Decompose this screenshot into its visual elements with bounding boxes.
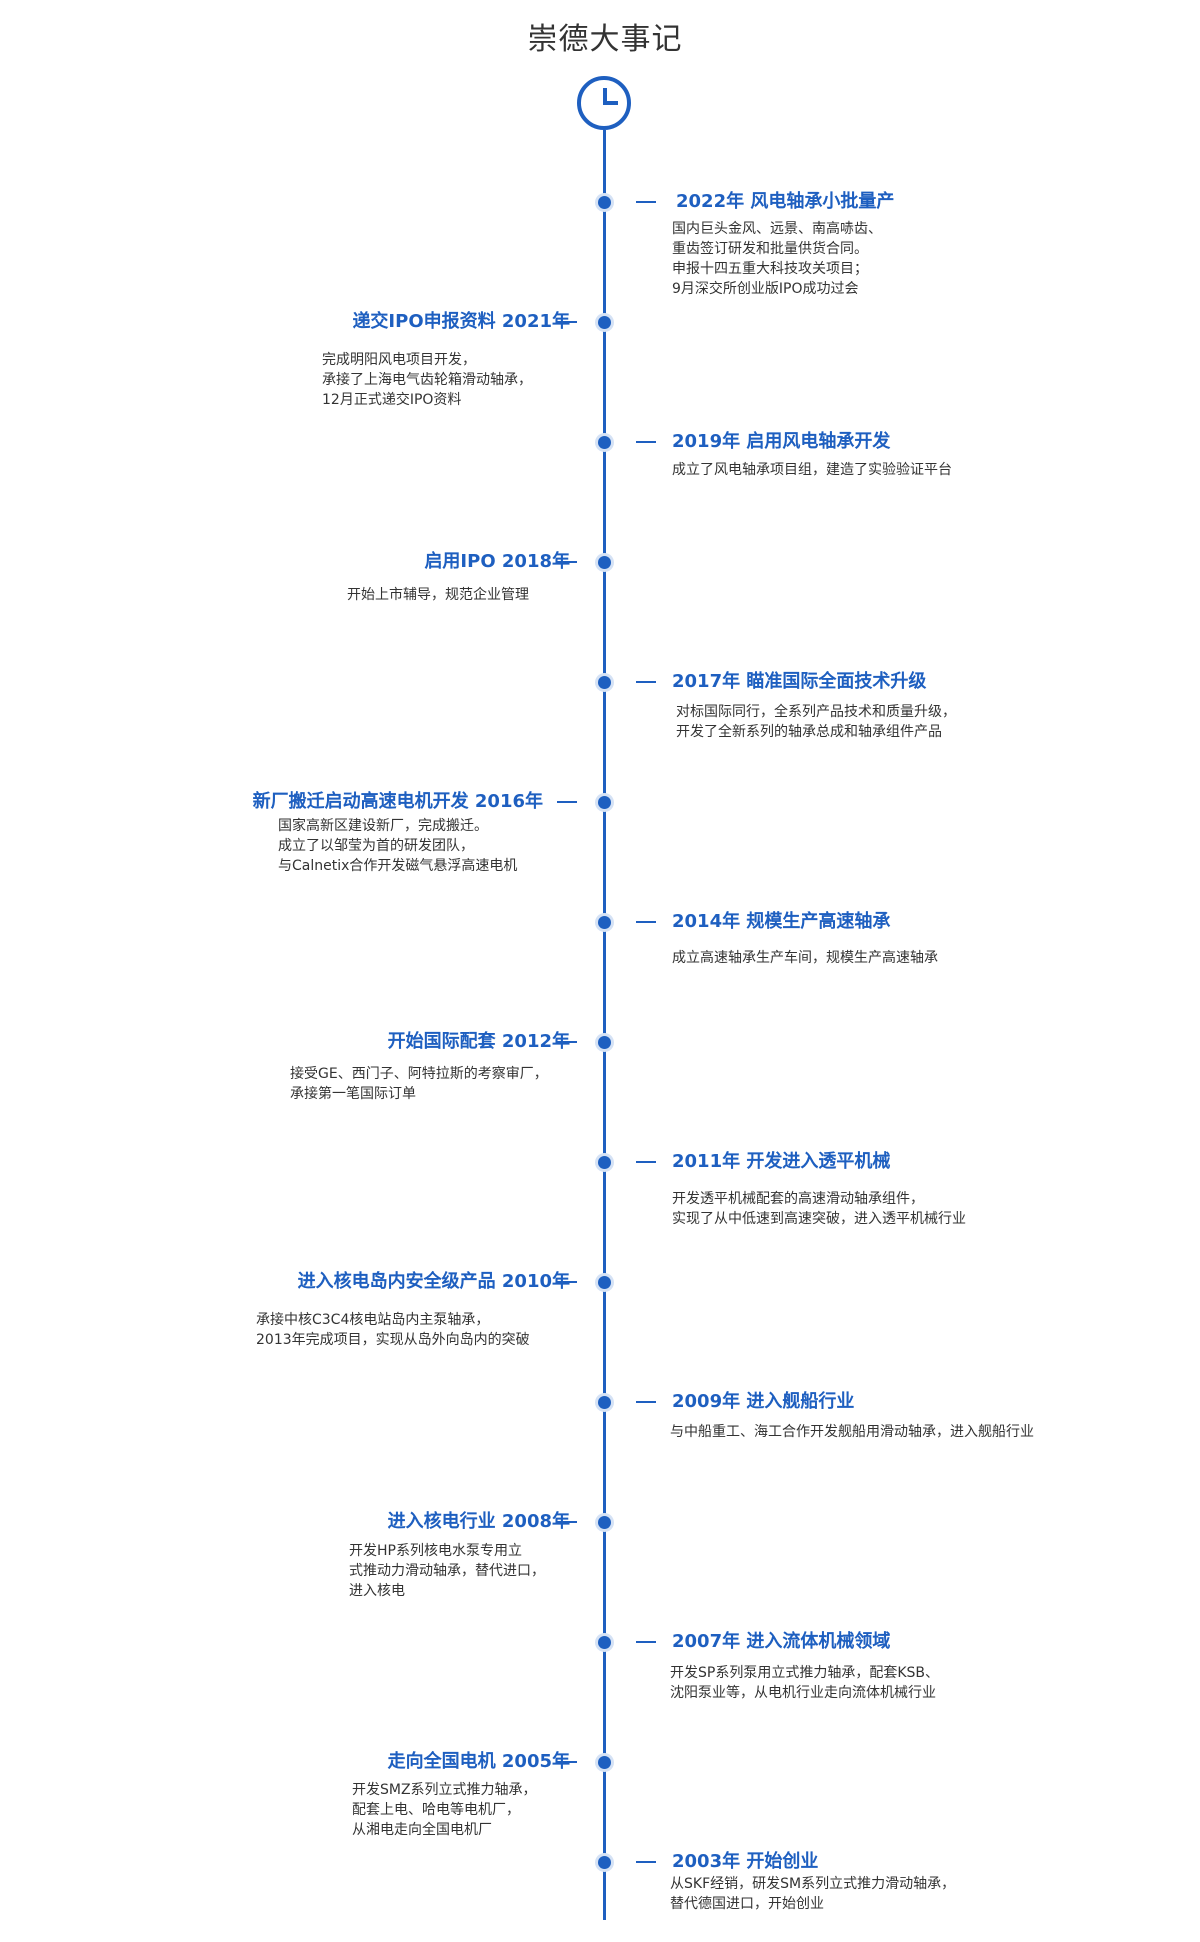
event-title: 2022年 风电轴承小批量产 (676, 191, 895, 212)
timeline-dot (598, 556, 611, 569)
event-description-line: 开发SP系列泵用立式推力轴承，配套KSB、 (670, 1665, 939, 1681)
event-title: 2019年 启用风电轴承开发 (672, 431, 891, 452)
event-title: 开始国际配套 2012年 (387, 1031, 570, 1052)
event-description: 开发HP系列核电水泵专用立式推动力滑动轴承，替代进口， 进入核电 (349, 1541, 545, 1601)
timeline-dot (598, 916, 611, 929)
timeline-dot (598, 1756, 611, 1769)
event-description-line: 成立了风电轴承项目组，建造了实验验证平台 (672, 462, 952, 478)
timeline-dot (598, 796, 611, 809)
event-description: 从SKF经销，研发SM系列立式推力滑动轴承， 替代德国进口，开始创业 (670, 1874, 955, 1914)
event-description-line: 配套上电、哈电等电机厂， (352, 1802, 520, 1818)
timeline-connector (636, 1401, 656, 1403)
event-description: 承接中核C3C4核电站岛内主泵轴承， 2013年完成项目，实现从岛外向岛内的突破 (256, 1310, 530, 1350)
event-description-line: 接受GE、西门子、阿特拉斯的考察审厂， (290, 1066, 548, 1082)
event-description-line: 从湘电走向全国电机厂 (352, 1822, 492, 1838)
event-description-line: 完成明阳风电项目开发， (322, 352, 476, 368)
event-description-line: 进入核电 (349, 1583, 405, 1599)
event-description: 国家高新区建设新厂，完成搬迁。成立了以邹莹为首的研发团队， 与Calnetix合作… (278, 816, 517, 876)
timeline-dot (598, 1396, 611, 1409)
timeline-dot (598, 676, 611, 689)
event-description-line: 沈阳泵业等，从电机行业走向流体机械行业 (670, 1685, 936, 1701)
timeline-connector (636, 1861, 656, 1863)
event-description-line: 与Calnetix合作开发磁气悬浮高速电机 (278, 858, 518, 874)
event-description-line: 12月正式递交IPO资料 (322, 392, 462, 408)
page-title: 崇德大事记 (527, 22, 683, 57)
event-description: 开发SP系列泵用立式推力轴承，配套KSB、沈阳泵业等，从电机行业走向流体机械行业 (670, 1663, 939, 1703)
event-description: 开发透平机械配套的高速滑动轴承组件， 实现了从中低速到高速突破，进入透平机械行业 (672, 1189, 966, 1229)
event-description-line: 申报十四五重大科技攻关项目； (672, 261, 868, 277)
event-description-line: 开发透平机械配套的高速滑动轴承组件， (672, 1191, 924, 1207)
event-description: 开始上市辅导，规范企业管理 (347, 585, 529, 605)
event-title: 新厂搬迁启动高速电机开发 2016年 (252, 791, 543, 812)
event-description-line: 与中船重工、海工合作开发舰船用滑动轴承，进入舰船行业 (670, 1424, 1034, 1440)
event-title: 启用IPO 2018年 (424, 551, 570, 572)
timeline-dot (598, 316, 611, 329)
event-description-line: 开发SMZ系列立式推力轴承， (352, 1782, 537, 1798)
event-title: 2007年 进入流体机械领域 (672, 1631, 891, 1652)
event-description: 与中船重工、海工合作开发舰船用滑动轴承，进入舰船行业 (670, 1422, 1034, 1442)
event-description: 对标国际同行，全系列产品技术和质量升级， 开发了全新系列的轴承总成和轴承组件产品 (676, 702, 956, 742)
event-title: 2011年 开发进入透平机械 (672, 1151, 891, 1172)
event-description-line: 式推动力滑动轴承，替代进口， (349, 1563, 545, 1579)
timeline-connector (557, 1521, 577, 1523)
timeline-connector (557, 321, 577, 323)
event-title: 2003年 开始创业 (672, 1851, 819, 1872)
event-description: 开发SMZ系列立式推力轴承， 配套上电、哈电等电机厂， 从湘电走向全国电机厂 (352, 1780, 537, 1840)
event-description: 接受GE、西门子、阿特拉斯的考察审厂， 承接第一笔国际订单 (290, 1064, 548, 1104)
event-description-line: 承接中核C3C4核电站岛内主泵轴承， (256, 1312, 490, 1328)
event-description-line: 9月深交所创业版IPO成功过会 (672, 281, 859, 297)
timeline-connector (557, 561, 577, 563)
timeline-axis (603, 130, 606, 1920)
timeline-dot (598, 1856, 611, 1869)
event-title: 2009年 进入舰船行业 (672, 1391, 855, 1412)
event-title: 进入核电行业 2008年 (387, 1511, 570, 1532)
event-title: 2017年 瞄准国际全面技术升级 (672, 671, 927, 692)
event-description-line: 对标国际同行，全系列产品技术和质量升级， (676, 704, 956, 720)
event-description-line: 成立了以邹莹为首的研发团队， (278, 838, 474, 854)
timeline-dot (598, 1036, 611, 1049)
timeline-connector (636, 441, 656, 443)
timeline-connector (636, 1641, 656, 1643)
timeline-dot (598, 1156, 611, 1169)
timeline-dot (598, 1516, 611, 1529)
timeline-connector (636, 201, 656, 203)
timeline-connector (636, 1161, 656, 1163)
event-description-line: 开发HP系列核电水泵专用立 (349, 1543, 522, 1559)
event-description-line: 重齿签订研发和批量供货合同。 (672, 241, 868, 257)
event-title: 递交IPO申报资料 2021年 (352, 311, 570, 332)
timeline-connector (557, 1281, 577, 1283)
timeline-connector (557, 801, 577, 803)
event-title: 2014年 规模生产高速轴承 (672, 911, 891, 932)
event-description-line: 开发了全新系列的轴承总成和轴承组件产品 (676, 724, 942, 740)
event-description-line: 替代德国进口，开始创业 (670, 1896, 824, 1912)
timeline-connector (636, 681, 656, 683)
timeline-connector (636, 921, 656, 923)
event-description: 成立了风电轴承项目组，建造了实验验证平台 (672, 460, 952, 480)
timeline-dot (598, 1276, 611, 1289)
event-description-line: 国家高新区建设新厂，完成搬迁。 (278, 818, 488, 834)
event-description-line: 承接第一笔国际订单 (290, 1086, 416, 1102)
event-description-line: 成立高速轴承生产车间，规模生产高速轴承 (672, 950, 938, 966)
event-description-line: 承接了上海电气齿轮箱滑动轴承， (322, 372, 532, 388)
clock-icon (577, 76, 631, 130)
event-description-line: 2013年完成项目，实现从岛外向岛内的突破 (256, 1332, 530, 1348)
timeline-connector (557, 1041, 577, 1043)
timeline-dot (598, 436, 611, 449)
event-description: 完成明阳风电项目开发， 承接了上海电气齿轮箱滑动轴承， 12月正式递交IPO资料 (322, 350, 532, 410)
event-description-line: 从SKF经销，研发SM系列立式推力滑动轴承， (670, 1876, 956, 1892)
event-description-line: 开始上市辅导，规范企业管理 (347, 587, 529, 603)
timeline-dot (598, 1636, 611, 1649)
event-description-line: 国内巨头金风、远景、南高哧齿、 (672, 221, 882, 237)
timeline-connector (557, 1761, 577, 1763)
event-title: 进入核电岛内安全级产品 2010年 (297, 1271, 570, 1292)
event-description: 国内巨头金风、远景、南高哧齿、重齿签订研发和批量供货合同。申报十四五重大科技攻关… (672, 219, 882, 299)
event-description-line: 实现了从中低速到高速突破，进入透平机械行业 (672, 1211, 966, 1227)
timeline-dot (598, 196, 611, 209)
event-title: 走向全国电机 2005年 (387, 1751, 570, 1772)
event-description: 成立高速轴承生产车间，规模生产高速轴承 (672, 948, 938, 968)
